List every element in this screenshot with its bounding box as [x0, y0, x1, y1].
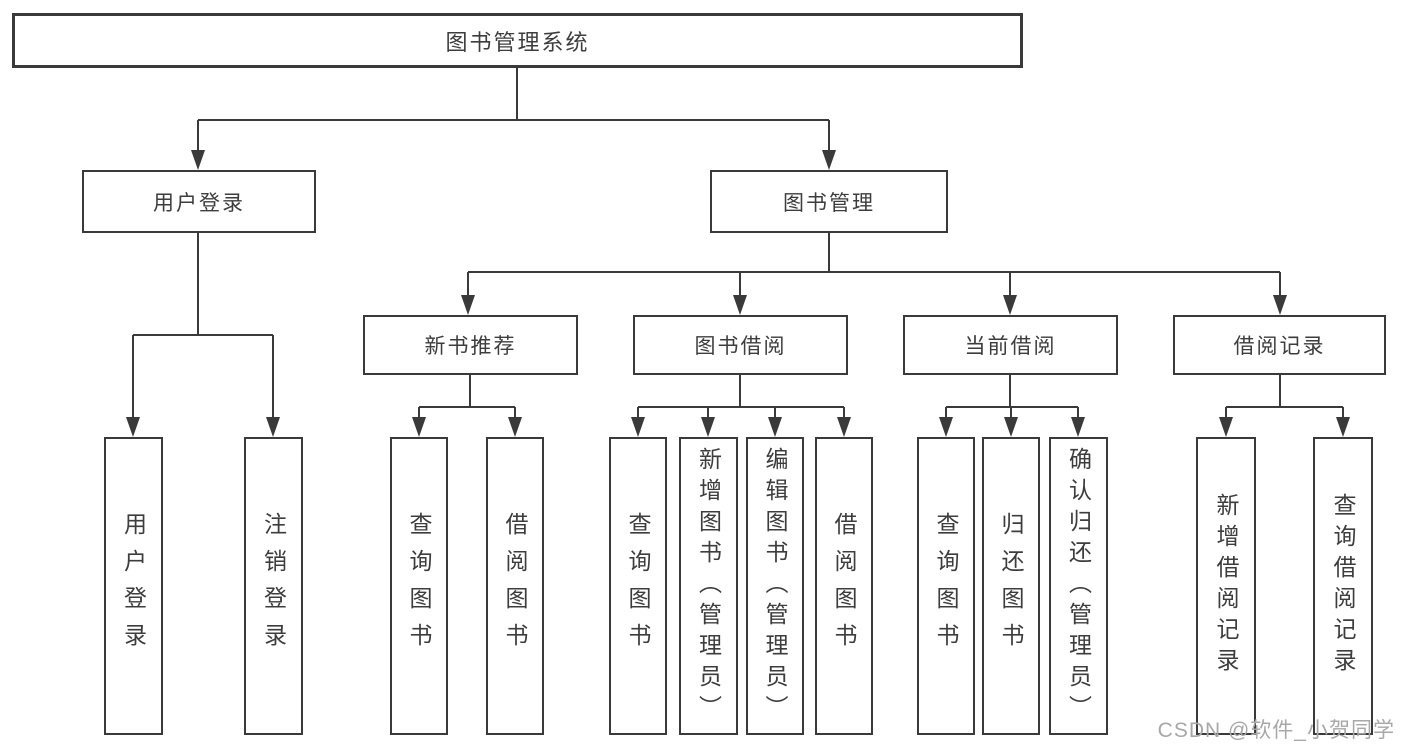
arrow-down-icon [191, 150, 205, 170]
connector-borrow-record [1225, 375, 1344, 421]
node-leaf-return-book: 归还图书 [982, 437, 1040, 735]
connector-user-login [132, 233, 274, 419]
connector-current-borrow [945, 375, 1079, 421]
node-borrow-record: 借阅记录 [1173, 315, 1386, 375]
node-leaf-query-book-2: 查询图书 [609, 437, 667, 735]
node-leaf-query-borrow-record: 查询借阅记录 [1313, 437, 1373, 735]
arrow-down-icon [266, 417, 280, 437]
node-book-borrow: 图书借阅 [633, 315, 848, 375]
node-leaf-add-borrow-record: 新增借阅记录 [1196, 437, 1256, 735]
connector-book-borrow [637, 375, 845, 421]
node-user-login: 用户登录 [82, 170, 316, 233]
node-leaf-logout: 注销登录 [244, 437, 303, 735]
node-leaf-user-login: 用户登录 [104, 437, 163, 735]
node-leaf-edit-book-admin: 编辑图书（管理员） [746, 437, 804, 735]
node-leaf-query-book-1: 查询图书 [390, 437, 448, 735]
node-leaf-add-book-admin: 新增图书（管理员） [679, 437, 738, 735]
arrow-down-icon [837, 417, 851, 437]
arrow-down-icon [1004, 417, 1018, 437]
arrow-down-icon [461, 295, 475, 315]
arrow-down-icon [822, 150, 836, 170]
arrow-down-icon [733, 295, 747, 315]
arrow-down-icon [412, 417, 426, 437]
arrow-down-icon [126, 417, 140, 437]
node-leaf-borrow-book-2: 借阅图书 [815, 437, 873, 735]
connector-book-management [467, 233, 1281, 297]
arrow-down-icon [631, 417, 645, 437]
node-book-management: 图书管理 [710, 170, 948, 233]
arrow-down-icon [1273, 295, 1287, 315]
arrow-down-icon [939, 417, 953, 437]
node-library-system: 图书管理系统 [12, 13, 1023, 68]
arrow-down-icon [508, 417, 522, 437]
arrow-down-icon [1219, 417, 1233, 437]
node-leaf-confirm-return-admin: 确认归还（管理员） [1049, 437, 1108, 735]
node-leaf-query-book-3: 查询图书 [917, 437, 975, 735]
connector-new-book [418, 375, 516, 421]
arrow-down-icon [701, 417, 715, 437]
arrow-down-icon [768, 417, 782, 437]
arrow-down-icon [1071, 417, 1085, 437]
arrow-down-icon [1336, 417, 1350, 437]
node-leaf-borrow-book-1: 借阅图书 [486, 437, 544, 735]
arrow-down-icon [1003, 295, 1017, 315]
connector-root [197, 68, 830, 152]
node-current-borrow: 当前借阅 [903, 315, 1118, 375]
watermark-text: CSDN @软件_小贺同学 [1157, 719, 1395, 742]
node-new-book-recommend: 新书推荐 [363, 315, 578, 375]
